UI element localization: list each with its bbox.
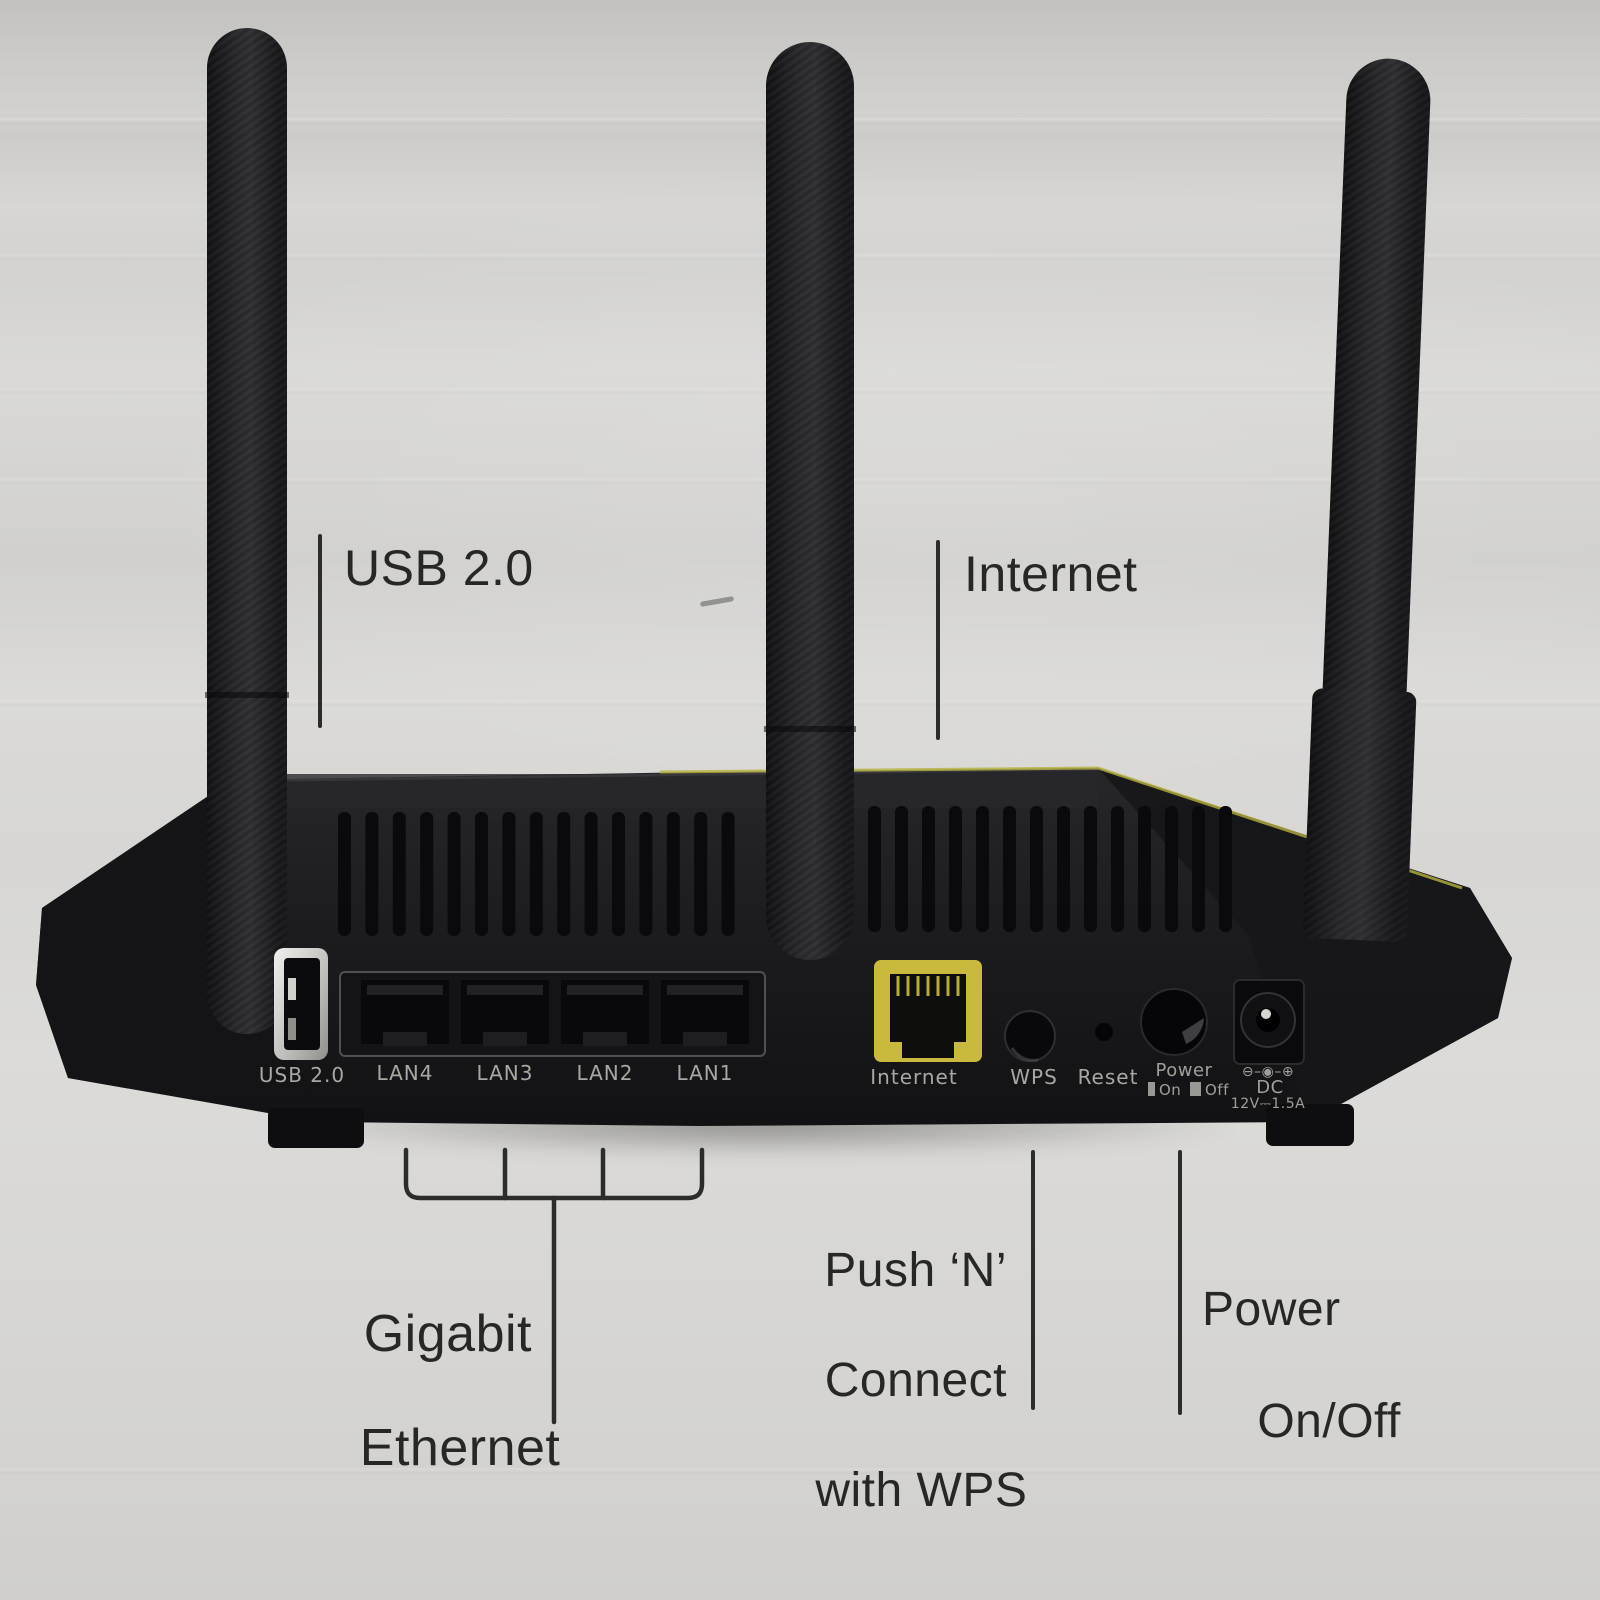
router-left-facet <box>36 780 320 1122</box>
wps-callout-line <box>1031 1150 1035 1410</box>
wps-callout-line1: Push ‘N’ <box>824 1244 1007 1297</box>
reset-button: Reset <box>1078 1023 1139 1089</box>
internet-port: Internet <box>870 960 982 1089</box>
wps-callout-label: Push ‘N’ Connect with WPS <box>760 1243 1027 1518</box>
lan-port-2: LAN2 <box>561 980 649 1085</box>
lan1-label: LAN1 <box>677 1061 734 1085</box>
usb-callout-line <box>318 534 322 728</box>
power-on-label: On <box>1159 1081 1181 1099</box>
usb-callout-label: USB 2.0 <box>344 540 534 596</box>
power-callout-line <box>1178 1150 1182 1415</box>
wps-callout-line2: Connect <box>824 1354 1007 1407</box>
dc-label: DC <box>1256 1077 1283 1098</box>
usb-contact <box>288 978 296 1000</box>
usb-port-label: USB 2.0 <box>259 1063 345 1087</box>
dc-pin-highlight <box>1261 1009 1271 1019</box>
dc-polarity-label: ⊖–◉–⊕ <box>1242 1064 1294 1080</box>
lan-port-3: LAN3 <box>461 980 549 1085</box>
gigabit-bracket <box>403 1147 705 1425</box>
reset-label: Reset <box>1078 1065 1139 1089</box>
dc-jack: ⊖–◉–⊕ DC 12V⎓1.5A <box>1231 979 1305 1112</box>
vent-grille-left <box>338 812 742 936</box>
antenna-joint <box>205 692 289 698</box>
power-button: Power On Off <box>1140 988 1229 1099</box>
power-callout-label: Power On/Off <box>1202 1282 1401 1450</box>
power-button-highlight <box>1182 1018 1204 1044</box>
internet-port-label: Internet <box>870 1065 957 1089</box>
power-on-icon <box>1148 1082 1155 1096</box>
lan3-label: LAN3 <box>477 1061 534 1085</box>
lan-ports: LAN4 LAN3 LAN2 LAN1 <box>339 971 766 1085</box>
lan-port-1: LAN1 <box>661 980 749 1085</box>
usb-contact <box>288 1018 296 1040</box>
wps-label: WPS <box>1010 1065 1058 1089</box>
wps-button: WPS <box>1004 1010 1058 1089</box>
lan-port-4: LAN4 <box>361 980 449 1085</box>
router-foot-right <box>1266 1104 1354 1146</box>
power-off-label: Off <box>1205 1081 1229 1099</box>
vent-grille-right <box>868 806 1238 932</box>
antenna-joint <box>764 726 856 732</box>
router-top-edge <box>231 767 1099 783</box>
dc-rating-label: 12V⎓1.5A <box>1231 1096 1305 1112</box>
internet-port-pins <box>896 976 960 996</box>
lan4-label: LAN4 <box>377 1061 434 1085</box>
internet-callout-line <box>936 540 940 740</box>
power-label: Power <box>1156 1060 1213 1081</box>
gigabit-callout-line2: Ethernet <box>359 1419 561 1477</box>
internet-callout-label: Internet <box>964 546 1138 602</box>
power-callout-line2: On/Off <box>1257 1395 1401 1448</box>
gigabit-callout-line1: Gigabit <box>363 1305 532 1363</box>
power-callout-line1: Power <box>1202 1283 1341 1336</box>
antenna-left <box>205 28 289 1034</box>
antenna-right <box>1303 58 1431 942</box>
antenna-middle <box>764 42 856 960</box>
wps-callout-line3: with WPS <box>815 1464 1028 1517</box>
lan2-label: LAN2 <box>577 1061 634 1085</box>
paper-crease <box>0 1468 1600 1474</box>
internet-port-clip <box>902 1042 954 1058</box>
gigabit-callout-label: Gigabit Ethernet <box>300 1305 560 1477</box>
router-foot-left <box>268 1108 364 1148</box>
usb-port: USB 2.0 <box>259 948 345 1087</box>
power-off-icon <box>1190 1082 1201 1096</box>
